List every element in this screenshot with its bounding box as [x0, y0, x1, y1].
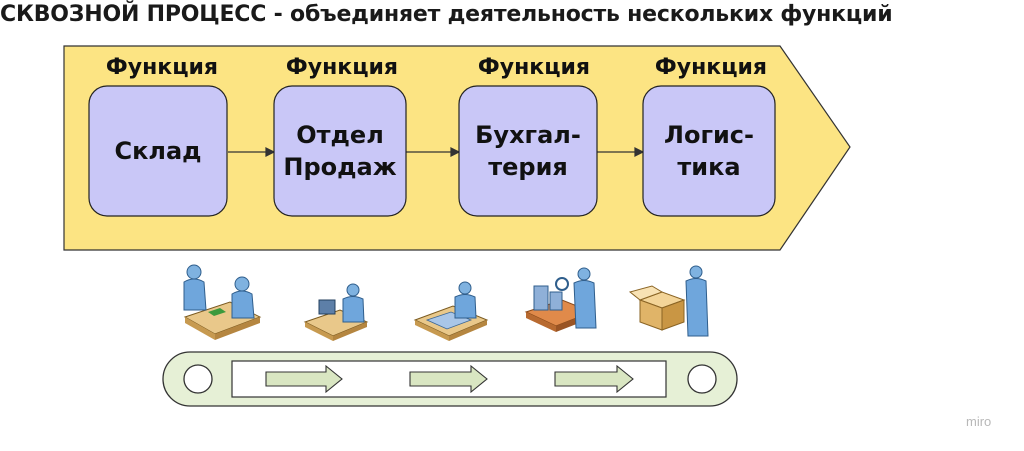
stage-1-line-1: Склад [114, 136, 202, 165]
stage-box-3 [458, 85, 598, 217]
diagram-title: СКВОЗНОЙ ПРОЦЕСС - объединяет деятельнос… [0, 2, 893, 27]
stage-text-1: Склад [89, 86, 227, 216]
stage-2-line-1: Отдел [296, 120, 384, 149]
function-label-4: Функция [654, 55, 768, 80]
stage-text-4: Логис- тика [643, 86, 775, 216]
stage-3-line-1: Бухгал- [475, 120, 581, 149]
stage-3-line-2: терия [488, 153, 568, 181]
factory-worker-icon [524, 267, 597, 332]
stage-text-2: Отдел Продаж [274, 86, 406, 216]
computer-keyboard-icon [413, 281, 489, 341]
belt-arrow-3 [554, 364, 634, 394]
miro-watermark: miro [966, 414, 992, 429]
stage-text-3: Бухгал- терия [459, 86, 597, 216]
belt-arrow-1 [265, 364, 343, 394]
stage-box-2 [273, 85, 407, 217]
office-worker-icon [303, 283, 369, 341]
stage-4-line-2: тика [677, 153, 741, 181]
function-label-2: Функция [285, 55, 399, 80]
function-label-1: Функция [105, 55, 219, 80]
meeting-people-icon [183, 264, 262, 340]
stage-box-1 [88, 85, 228, 217]
stage-2-line-2: Продаж [283, 153, 397, 181]
connector-arrows [228, 147, 645, 157]
function-label-3: Функция [477, 55, 591, 80]
delivery-box-worker-icon [628, 265, 709, 337]
conveyor-belt [162, 351, 738, 407]
belt-arrow-2 [409, 364, 488, 394]
stage-box-4 [642, 85, 776, 217]
stage-4-line-1: Логис- [664, 120, 754, 149]
